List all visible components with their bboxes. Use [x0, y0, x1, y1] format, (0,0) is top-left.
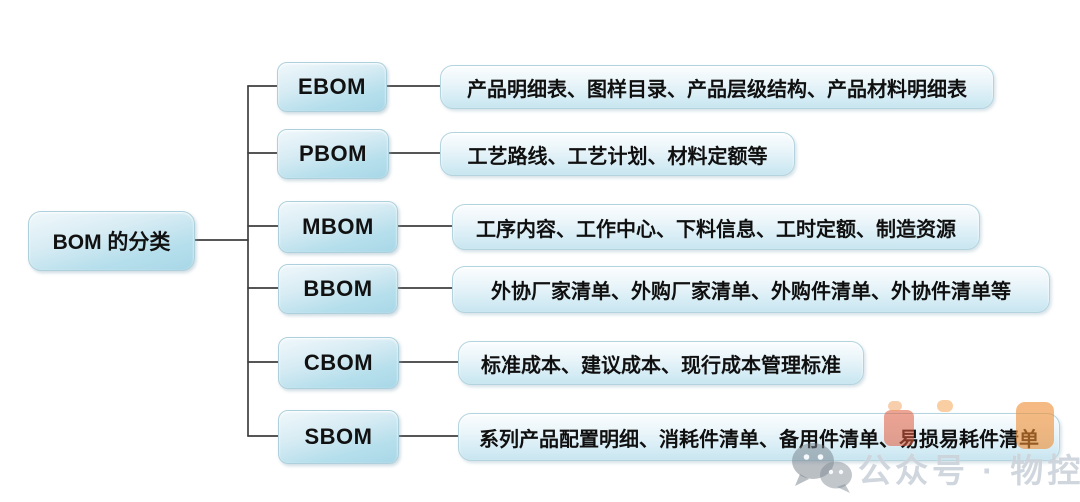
desc-bbom: 外协厂家清单、外购厂家清单、外购件清单、外协件清单等 — [452, 266, 1050, 313]
node-mbom-label: MBOM — [302, 214, 374, 239]
node-mbom: MBOM — [278, 201, 398, 253]
node-bbom: BBOM — [278, 264, 398, 314]
desc-ebom: 产品明细表、图样目录、产品层级结构、产品材料明细表 — [440, 65, 994, 109]
watermark-highlight-blob — [937, 400, 953, 412]
desc-ebom-text: 产品明细表、图样目录、产品层级结构、产品材料明细表 — [467, 78, 967, 101]
node-sbom: SBOM — [278, 410, 399, 464]
wechat-icon — [792, 443, 852, 493]
desc-mbom: 工序内容、工作中心、下料信息、工时定额、制造资源 — [452, 204, 980, 250]
desc-sbom: 系列产品配置明细、消耗件清单、备用件清单、易损易耗件清单 — [458, 413, 1060, 461]
watermark-highlight-blob — [1016, 402, 1054, 449]
desc-bbom-text: 外协厂家清单、外购厂家清单、外购件清单、外协件清单等 — [491, 281, 1011, 303]
node-ebom: EBOM — [277, 62, 387, 112]
desc-pbom-text: 工艺路线、工艺计划、材料定额等 — [467, 145, 768, 168]
node-bbom-label: BBOM — [303, 276, 373, 301]
desc-pbom: 工艺路线、工艺计划、材料定额等 — [440, 132, 795, 176]
node-cbom-label: CBOM — [303, 350, 374, 375]
desc-cbom: 标准成本、建议成本、现行成本管理标准 — [458, 341, 864, 385]
node-pbom-label: PBOM — [299, 141, 367, 166]
desc-mbom-text: 工序内容、工作中心、下料信息、工时定额、制造资源 — [476, 218, 956, 241]
watermark: 公众号 · 物控云 — [790, 440, 1080, 496]
watermark-highlight-blob — [888, 401, 902, 411]
root-node-label: BOM 的分类 — [52, 231, 171, 254]
node-pbom: PBOM — [277, 129, 389, 179]
node-sbom-label: SBOM — [304, 424, 373, 449]
node-cbom: CBOM — [278, 337, 399, 389]
desc-cbom-text: 标准成本、建议成本、现行成本管理标准 — [481, 354, 841, 377]
root-node-bom-classification: BOM 的分类 — [28, 211, 195, 271]
node-ebom-label: EBOM — [298, 74, 366, 99]
watermark-highlight-blob — [884, 410, 914, 446]
watermark-text: 公众号 · 物控云 — [858, 452, 1080, 489]
